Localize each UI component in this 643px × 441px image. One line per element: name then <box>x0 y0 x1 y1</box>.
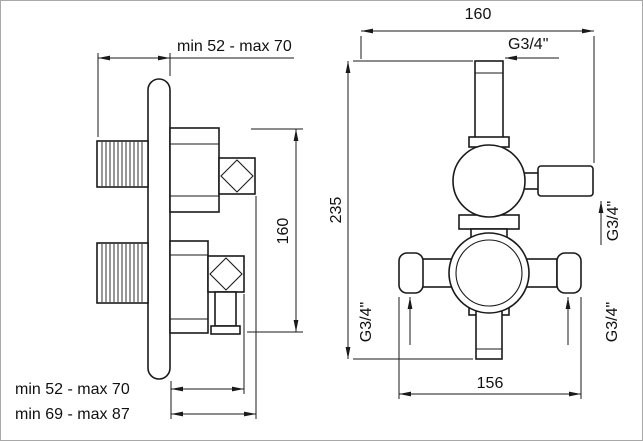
thread-label-outlet-right-text: G3/4" <box>605 201 622 241</box>
dim-depth-bottom-2: min 69 - max 87 <box>15 196 257 423</box>
thread-label-inlet-left: G3/4" <box>358 297 413 345</box>
thermostat-knob <box>448 232 530 314</box>
cross-supply-pipe <box>398 252 582 294</box>
thermostat-knob-inner <box>455 239 523 307</box>
bottom-outlet-cap <box>210 325 241 335</box>
dim-height-front: 235 <box>328 60 473 360</box>
dim-label-width-bottom: 156 <box>477 375 504 392</box>
dim-width-bottom: 156 <box>398 297 582 399</box>
diverter-arm <box>521 165 594 197</box>
thread-label-inlet-right-text: G3/4" <box>604 302 621 342</box>
inlet-nut-left <box>398 252 424 294</box>
dim-label-depth-bottom-1: min 52 - max 70 <box>15 381 130 398</box>
valve-body-top <box>169 127 256 213</box>
bottom-handle-knurling <box>101 244 143 302</box>
bottom-handle <box>96 242 149 304</box>
dim-width-top: 160 <box>360 6 595 163</box>
top-pipe <box>468 60 510 148</box>
top-handle <box>96 140 149 188</box>
front-view: 160 G3/4" 235 G3/4" G3/4" G3/4" <box>328 6 622 399</box>
top-port-thread-symbol <box>220 159 254 193</box>
dim-label-depth-top: min 52 - max 70 <box>177 38 292 55</box>
dim-label-depth-bottom-2: min 69 - max 87 <box>15 406 130 423</box>
top-handle-knurling <box>101 142 143 186</box>
thread-label-inlet-right: G3/4" <box>565 297 621 345</box>
arm-barrel <box>537 165 594 197</box>
bottom-port <box>207 255 245 293</box>
inlet-nut-right <box>556 252 582 294</box>
side-view: min 52 - max 70 160 min 52 - max 70 min … <box>15 38 303 423</box>
valve-body-bottom <box>169 240 245 335</box>
dim-depth-bottom-1: min 52 - max 70 <box>15 294 245 419</box>
bottom-port-thread-symbol <box>209 257 243 291</box>
thread-label-outlet-right: G3/4" <box>598 201 622 245</box>
wall-plate <box>147 78 171 380</box>
dim-depth-top: min 52 - max 70 <box>97 38 294 137</box>
thread-label-top-text: G3/4" <box>508 36 548 53</box>
bottom-outlet-stub <box>214 291 237 327</box>
dim-label-height-front: 235 <box>328 197 345 224</box>
top-port <box>218 157 256 195</box>
dim-label-height-side: 160 <box>275 218 292 245</box>
thread-label-top: G3/4" <box>505 36 559 61</box>
thread-label-inlet-left-text: G3/4" <box>358 302 375 342</box>
diverter-knob <box>452 144 526 218</box>
dim-label-width-top: 160 <box>465 6 492 23</box>
